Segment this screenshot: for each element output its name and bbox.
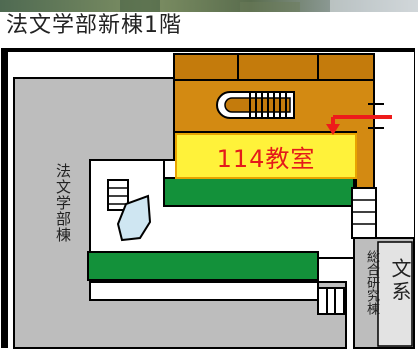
right-stair-column [351,187,377,239]
stairs-icon [216,91,295,119]
top-photo-strip [0,0,418,12]
green-block-upper [163,177,355,207]
lower-stair-icon [317,287,345,315]
room-114-block [175,133,357,179]
research-building-label: 総合研究棟 [364,250,379,315]
green-block-lower [87,251,319,281]
research-building-inner [377,241,413,347]
room-label: 114教室 [216,144,316,173]
toilet-icon [107,179,152,242]
top-room-band [173,53,375,81]
humanities-label: 文系 [388,258,412,304]
building-label: 法文学部棟 [54,163,72,243]
entrance-arrow-icon [326,115,392,135]
floor-title: 法文学部新棟1階 [6,13,182,38]
